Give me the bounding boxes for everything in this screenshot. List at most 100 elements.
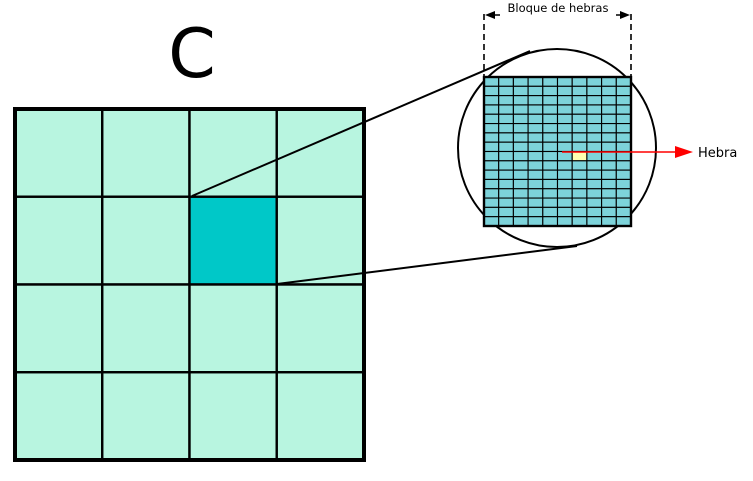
thread-cell: [527, 150, 544, 162]
thread-cell: [571, 188, 588, 199]
thread-cell: [615, 178, 632, 190]
thread-cell: [586, 216, 603, 227]
thread-cell: [556, 95, 573, 106]
grid-cell: [101, 283, 191, 374]
thread-cell: [542, 141, 559, 153]
grid-cell: [13, 283, 104, 374]
thread-cell: [601, 113, 617, 125]
thread-cell: [512, 104, 529, 115]
thread-cell: [571, 160, 588, 171]
thread-cell: [571, 216, 588, 227]
thread-cell: [498, 123, 514, 134]
thread-cell: [556, 188, 573, 199]
thread-cell: [483, 104, 500, 115]
thread-cell: [498, 197, 514, 208]
thread-cell: [512, 141, 529, 153]
thread-cell: [615, 150, 632, 162]
thread-cell: [498, 216, 514, 227]
thread-cell: [483, 95, 500, 106]
thread-cell: [556, 178, 573, 190]
thread-cell: [512, 216, 529, 227]
thread-cell: [615, 95, 632, 106]
thread-cell: [512, 178, 529, 190]
thread-cell: [601, 188, 617, 199]
thread-cell: [615, 123, 632, 134]
thread-cell: [556, 123, 573, 134]
thread-cell: [571, 85, 588, 97]
thread-cell: [601, 150, 617, 162]
thread-cell: [586, 150, 603, 162]
thread-cell: [498, 132, 514, 143]
thread-cell: [615, 141, 632, 153]
thread-cell: [586, 123, 603, 134]
thread-cell: [498, 113, 514, 125]
thread-cell: [586, 95, 603, 106]
grid-cell: [275, 107, 366, 198]
thread-cell: [615, 188, 632, 199]
thread-cell: [498, 95, 514, 106]
thread-cell: [601, 216, 617, 227]
thread-cell: [483, 76, 500, 87]
grid-cell: [275, 195, 366, 286]
thread-cell: [601, 95, 617, 106]
thread-cell: [512, 206, 529, 218]
thread-cell: [527, 188, 544, 199]
zoom-projection-line-top: [191, 50, 531, 197]
thread-cell: [615, 85, 632, 97]
thread-cell: [512, 197, 529, 208]
thread-cell: [527, 85, 544, 97]
thread-cell: [527, 132, 544, 143]
grid-cell: [188, 371, 278, 462]
thread-cell: [542, 123, 559, 134]
thread-cell: [527, 178, 544, 190]
thread-cell: [483, 206, 500, 218]
thread-cell: [542, 178, 559, 190]
thread-cell: [556, 141, 573, 153]
thread-cell: [527, 206, 544, 218]
grid-border: [13, 107, 366, 462]
dimension-arrowhead-left: [485, 11, 495, 19]
thread-cell: [498, 188, 514, 199]
thread-cell: [483, 160, 500, 171]
thread-cell: [483, 123, 500, 134]
grid-cell: [188, 283, 278, 374]
thread-cell: [586, 132, 603, 143]
thread-cell: [556, 160, 573, 171]
thread-cell: [483, 141, 500, 153]
thread-cell: [527, 216, 544, 227]
thread-cell: [542, 113, 559, 125]
grid-cell: [101, 371, 191, 462]
thread-cell: [512, 76, 529, 87]
grid-cell: [275, 371, 366, 462]
thread-cell: [601, 104, 617, 115]
grid-cell: [13, 107, 104, 198]
thread-cell: [498, 141, 514, 153]
block-label: Bloque de hebras: [508, 1, 609, 15]
thread-cell: [542, 169, 559, 180]
thread-cell: [571, 197, 588, 208]
thread-cell: [556, 150, 573, 162]
thread-cell: [542, 85, 559, 97]
thread-cell: [571, 76, 588, 87]
thread-cell: [601, 206, 617, 218]
grid-cell-highlighted: [188, 195, 278, 286]
thread-cell: [586, 197, 603, 208]
thread-cell: [527, 197, 544, 208]
thread-highlighted: [571, 150, 588, 162]
thread-cell: [483, 197, 500, 208]
thread-cell: [498, 76, 514, 87]
thread-cell: [601, 169, 617, 180]
thread-cell: [483, 150, 500, 162]
thread-cell: [615, 169, 632, 180]
thread-cell: [571, 95, 588, 106]
thread-cell: [542, 150, 559, 162]
thread-cell: [527, 160, 544, 171]
thread-cell: [527, 104, 544, 115]
thread-cell: [601, 123, 617, 134]
thread-cell: [512, 188, 529, 199]
thread-cell: [556, 85, 573, 97]
thread-cell: [601, 141, 617, 153]
thread-cell: [586, 76, 603, 87]
thread-cell: [483, 178, 500, 190]
